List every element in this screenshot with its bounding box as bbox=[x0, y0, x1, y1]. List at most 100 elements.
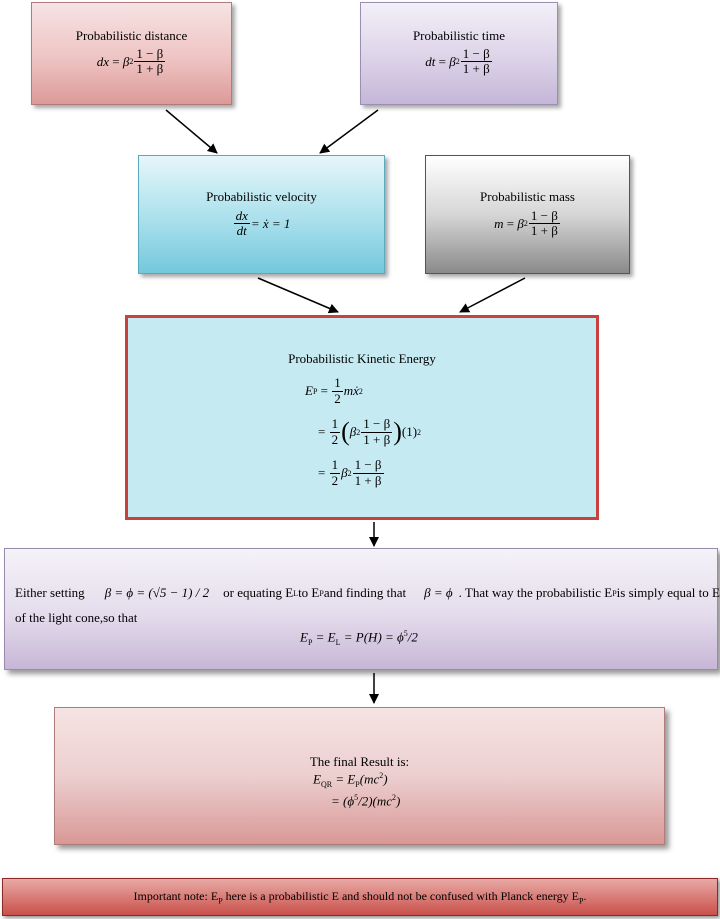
half-den-1: 2 bbox=[334, 390, 341, 406]
setting-eq3-b: = E bbox=[312, 629, 336, 645]
time-num: 1 − β bbox=[460, 46, 492, 63]
result-box: The final Result is: EQR = EP(mc2) = (ϕ5… bbox=[54, 707, 665, 845]
velocity-formula: dx dt = ẋ = 1 bbox=[139, 208, 384, 239]
setting-eq3-d: /2 bbox=[407, 629, 418, 645]
inner-den: 1 + β bbox=[363, 431, 391, 447]
setting-eq3-exp: 5 bbox=[403, 629, 408, 638]
distance-fraction: 1 − β 1 + β bbox=[134, 46, 166, 77]
note-text: Important note: EP here is a probabilist… bbox=[134, 889, 587, 905]
half-den-2: 2 bbox=[331, 431, 339, 447]
result-line2-exp2: 2 bbox=[392, 793, 397, 802]
setting-line-2: of the light cone,so that bbox=[15, 610, 138, 625]
result-title: The final Result is: bbox=[309, 754, 410, 769]
line3-num: 1 − β bbox=[352, 457, 384, 474]
velocity-num: dx bbox=[233, 208, 250, 225]
velocity-den: dt bbox=[236, 223, 247, 239]
distance-num: 1 − β bbox=[134, 46, 166, 63]
mass-den: 1 + β bbox=[530, 223, 558, 239]
arrow-velocity-to-kinetic bbox=[257, 277, 339, 314]
result-line1-c: ) bbox=[383, 771, 388, 787]
result-lhs-sub: QR bbox=[320, 779, 333, 789]
half-num-2: 1 bbox=[329, 416, 341, 433]
mass-fraction: 1 − β 1 + β bbox=[528, 208, 560, 239]
result-line2-c: ) bbox=[396, 793, 401, 809]
half-num-3: 1 bbox=[329, 457, 341, 474]
time-lhs: dt bbox=[425, 53, 436, 69]
kinetic-tail-exp: 2 bbox=[417, 427, 422, 437]
setting-eq3-sub: P bbox=[307, 637, 313, 647]
velocity-title: Probabilistic velocity bbox=[206, 189, 317, 204]
mass-coef: β bbox=[517, 215, 524, 231]
mass-exp: 2 bbox=[523, 219, 528, 229]
arrow-time-to-velocity bbox=[319, 109, 379, 154]
velocity-rhs: = ẋ = 1 bbox=[250, 215, 291, 231]
half-den-3: 2 bbox=[331, 472, 339, 488]
distance-title: Probabilistic distance bbox=[75, 28, 188, 43]
inner-num: 1 − β bbox=[361, 416, 393, 433]
velocity-box: Probabilistic velocity dx dt = ẋ = 1 bbox=[138, 155, 385, 274]
setting-sub-l: L bbox=[293, 588, 299, 598]
kinetic-half-2: 1 2 bbox=[329, 416, 341, 447]
kinetic-inner-exp: 2 bbox=[356, 427, 361, 437]
result-line2-exp: 5 bbox=[354, 793, 359, 802]
result-line1-exp: 2 bbox=[379, 771, 384, 780]
distance-exp: 2 bbox=[129, 57, 134, 67]
setting-eq3-sub2: L bbox=[335, 637, 341, 647]
time-fraction: 1 − β 1 + β bbox=[460, 46, 492, 77]
setting-box: Either setting β = ϕ = (√5 − 1) / 2 or e… bbox=[4, 548, 720, 670]
arrow-mass-to-kinetic bbox=[459, 277, 526, 313]
setting-eq-beta-phi: β = ϕ bbox=[424, 585, 453, 600]
setting-sub-p-2: P bbox=[612, 588, 617, 598]
kinetic-inner-coef: β bbox=[349, 424, 357, 439]
mass-num: 1 − β bbox=[528, 208, 560, 225]
kinetic-tail: (1) bbox=[401, 424, 418, 439]
setting-eq-golden: β = ϕ = (√5 − 1) / 2 bbox=[104, 585, 210, 600]
kinetic-half-1: 1 2 bbox=[332, 375, 343, 406]
mass-title: Probabilistic mass bbox=[480, 189, 575, 204]
setting-eq-energy: EP = EL = P(H) = ϕ5/2 bbox=[300, 629, 418, 647]
time-exp: 2 bbox=[455, 57, 460, 67]
mass-lhs: m bbox=[494, 215, 504, 231]
velocity-fraction: dx dt bbox=[233, 208, 250, 239]
note-text-1: Important note: E bbox=[133, 888, 219, 903]
setting-text-3: to E bbox=[298, 585, 320, 600]
half-num-1: 1 bbox=[332, 375, 343, 392]
setting-text-1: Either setting bbox=[15, 585, 85, 600]
result-line2-b: /2)(mc bbox=[358, 793, 393, 809]
result-line-2: = (ϕ5/2)(mc2) bbox=[313, 793, 400, 809]
important-note-banner: Important note: EP here is a probabilist… bbox=[2, 878, 718, 916]
setting-line-1: Either setting β = ϕ = (√5 − 1) / 2 or e… bbox=[15, 585, 720, 601]
kinetic-title: Probabilistic Kinetic Energy bbox=[288, 351, 436, 366]
result-line-1: EQR = EP(mc2) bbox=[313, 771, 400, 793]
distance-den: 1 + β bbox=[136, 61, 164, 77]
setting-text-5: . That way the probabilistic E bbox=[458, 585, 613, 600]
kinetic-line3-exp: 2 bbox=[347, 468, 352, 478]
kinetic-lhs-sub: P bbox=[312, 386, 318, 396]
time-coef: β bbox=[449, 53, 456, 69]
kinetic-line3-coef: β bbox=[341, 465, 348, 480]
line3-den: 1 + β bbox=[354, 472, 382, 488]
distance-lhs: dx bbox=[96, 53, 109, 69]
setting-eq3-a: E bbox=[300, 629, 308, 645]
distance-coef: β bbox=[122, 53, 130, 69]
setting-sub-p: P bbox=[319, 588, 324, 598]
result-formula: EQR = EP(mc2) = (ϕ5/2)(mc2) bbox=[313, 771, 400, 809]
kinetic-half-3: 1 2 bbox=[329, 457, 341, 488]
arrow-distance-to-velocity bbox=[165, 109, 218, 154]
setting-eq3-c: = P(H) = ϕ bbox=[340, 629, 404, 645]
kinetic-line1-exp: 2 bbox=[358, 386, 363, 396]
note-text-2: here is a probabilistic E and should not… bbox=[222, 888, 580, 903]
setting-text-6: is simply equal to E bbox=[616, 585, 720, 600]
